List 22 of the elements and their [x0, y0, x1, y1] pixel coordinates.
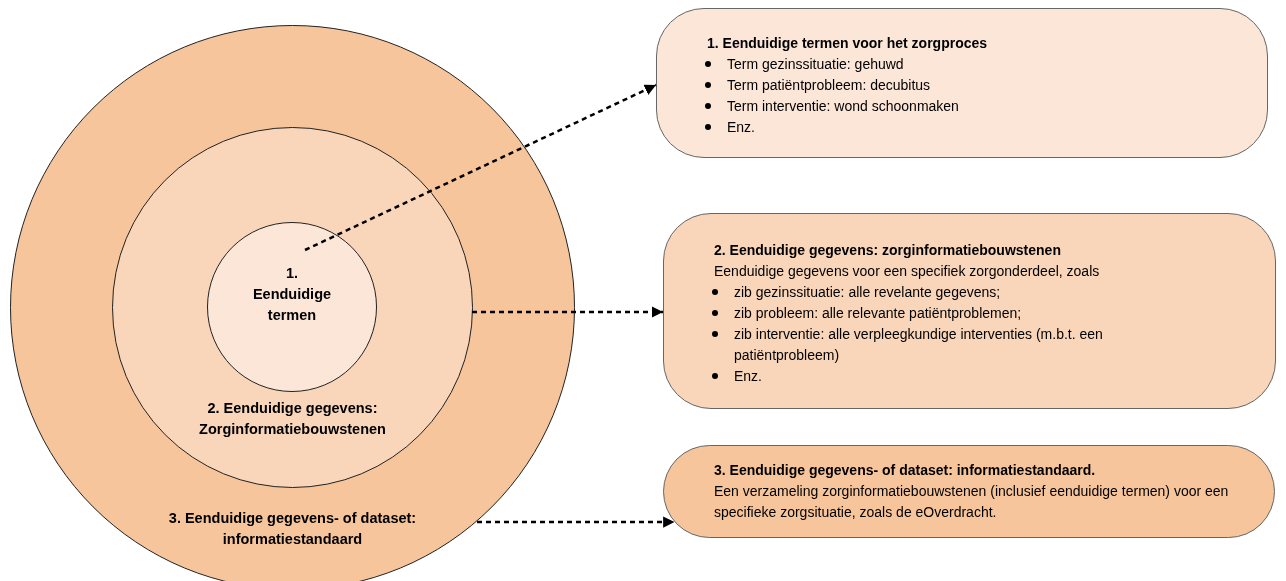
- bullet-item: zib interventie: alle verpleegkundige interventies (m.b.t. een patiëntprobleem): [712, 324, 1195, 366]
- box-heading: 2. Eenduidige gegevens: zorginformatiebouwstenen: [714, 241, 1061, 260]
- box-text: Een verzameling zorginformatiebouwstenen (inclusief eenduidige termen) voor een specifieke zorgsituatie, zoals de eOverdracht.: [714, 482, 1230, 522]
- circle-label: 2. Eenduidige gegevens: Zorginformatiebouwstenen: [198, 399, 387, 439]
- bullet-item: zib gezinssituatie: alle revelante gegevens;: [712, 282, 1195, 303]
- dashed-arrow: [304, 83, 657, 252]
- box-text: Eenduidige gegevens voor een specifiek zorgonderdeel, zoals: [714, 262, 1100, 281]
- bullet-item: Term interventie: wond schoonmaken: [705, 96, 1187, 117]
- bullet-item: Enz.: [712, 366, 1195, 387]
- box-heading: 1. Eenduidige termen voor het zorgproces: [707, 34, 988, 53]
- circle-label: 3. Eenduidige gegevens- of dataset: informatiestandaard: [167, 509, 418, 549]
- bullet-item: zib probleem: alle relevante patiëntproblemen;: [712, 303, 1195, 324]
- bullet-item: Enz.: [705, 117, 1187, 138]
- circle-label: 1. Eenduidige termen: [251, 264, 333, 325]
- dashed-arrow: [477, 516, 675, 528]
- callout-box: [663, 213, 1276, 409]
- callout-box: [663, 445, 1275, 538]
- bullet-item: Term gezinssituatie: gehuwd: [705, 54, 1187, 75]
- callout-box: [656, 8, 1268, 158]
- dashed-arrow: [472, 306, 663, 318]
- bullet-item: Term patiëntprobleem: decubitus: [705, 75, 1187, 96]
- box-heading: 3. Eenduidige gegevens- of dataset: informatiestandaard.: [714, 461, 1096, 480]
